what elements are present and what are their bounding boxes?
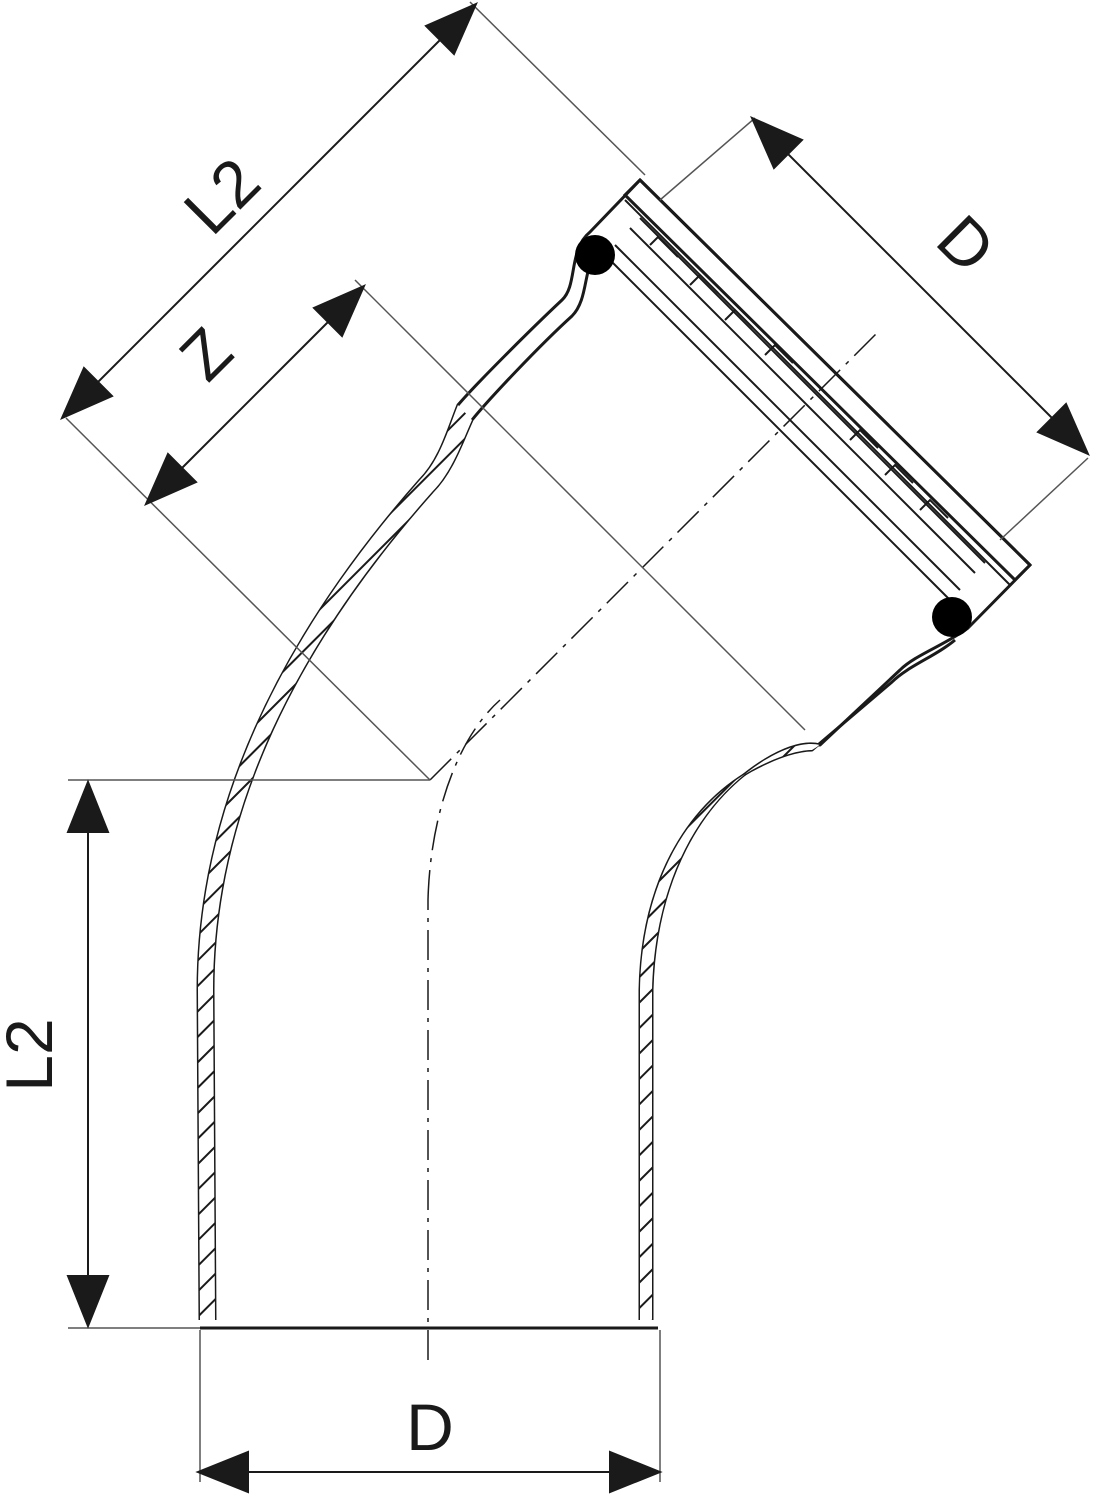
outer-left-wall	[196, 178, 1032, 1321]
label-z-diagonal: Z	[165, 313, 246, 394]
arrow-d-diagonal-top	[750, 116, 804, 170]
dim-line-z-diagonal	[151, 291, 359, 499]
arrow-l2-vertical-bottom	[66, 1275, 110, 1329]
arrow-d-bottom-right	[609, 1450, 663, 1494]
dimension-lines	[60, 2, 1090, 1494]
label-d-diagonal: D	[923, 201, 1009, 287]
arrow-l2-diagonal-top	[424, 2, 478, 56]
wall-hatching	[198, 405, 820, 1320]
seal-ring-bottom	[932, 597, 972, 637]
press-socket	[604, 177, 1033, 601]
extension-lines	[65, 1, 1089, 1482]
label-d-bottom: D	[406, 1390, 454, 1464]
center-lines	[427, 329, 881, 1360]
label-l2-diagonal: L2	[170, 144, 274, 248]
pipe-body	[196, 178, 1032, 1330]
arrow-d-bottom-left	[195, 1450, 249, 1494]
arrow-l2-diagonal-bottom	[60, 366, 114, 420]
label-l2-vertical: L2	[0, 1018, 66, 1091]
inner-left-wall	[211, 248, 601, 1321]
dim-line-l2-diagonal	[67, 9, 471, 413]
inner-right-wall	[638, 638, 956, 1320]
arrow-l2-vertical-top	[66, 779, 110, 833]
arrow-d-diagonal-bottom	[1036, 402, 1090, 456]
dim-line-d-diagonal	[757, 123, 1083, 449]
arrow-z-top	[312, 284, 366, 338]
arrow-z-bottom	[144, 452, 198, 506]
seal-ring-top	[575, 235, 615, 275]
